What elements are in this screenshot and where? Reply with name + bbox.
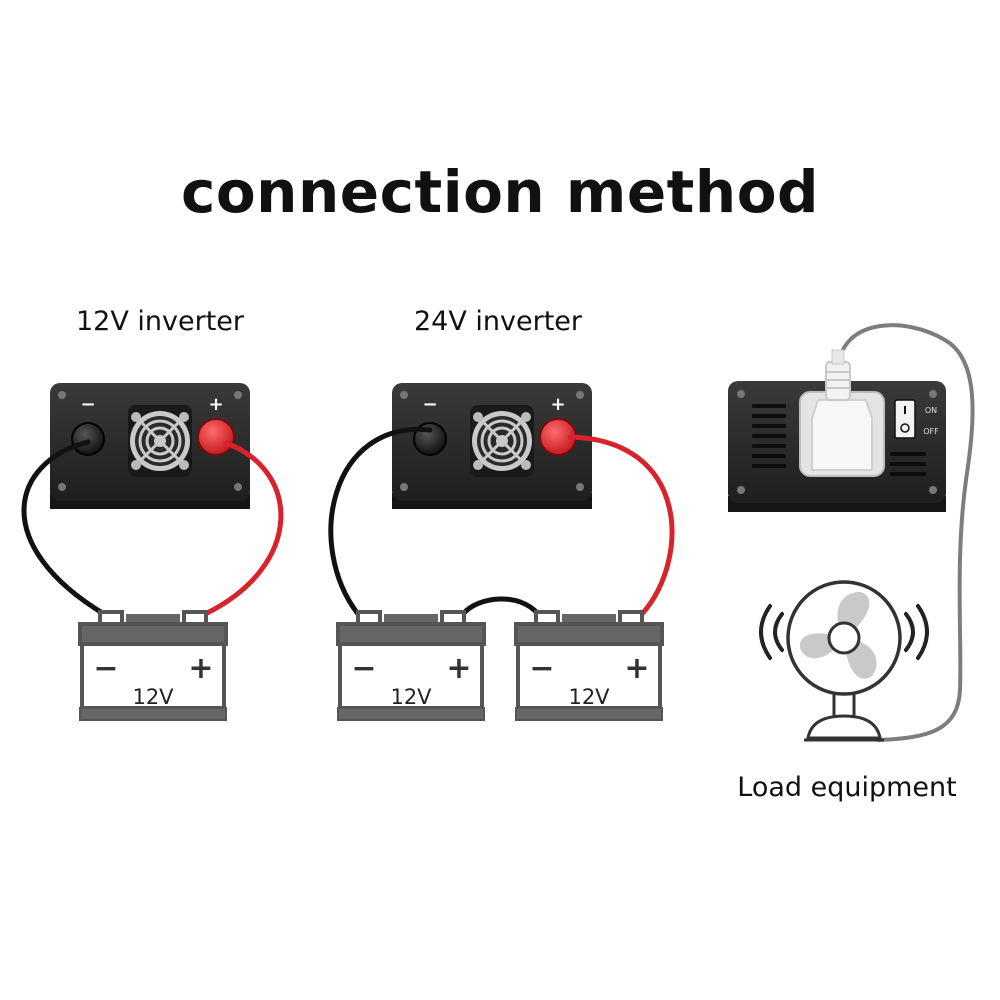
inverter-12v-negative-symbol: −	[80, 394, 95, 415]
switch-on-label: ON	[925, 406, 937, 415]
negative-cable-24v	[328, 427, 433, 617]
battery-24v-b: − + 12V	[514, 610, 664, 722]
vent-slots-left	[752, 404, 786, 468]
battery-12v-voltage: 12V	[132, 685, 174, 709]
ac-outlet-with-plug	[799, 349, 885, 477]
battery-b-negative: −	[529, 651, 554, 686]
battery-12v-negative: −	[93, 651, 118, 686]
power-cord	[836, 323, 975, 742]
inverter-24v: − +	[390, 381, 594, 511]
inverter-12v-label: 12V inverter	[75, 306, 244, 337]
battery-a-negative: −	[351, 651, 376, 686]
inverter-output-panel: ON OFF	[728, 349, 946, 512]
negative-cable-12v	[21, 439, 107, 617]
battery-b-positive: +	[624, 651, 649, 686]
positive-cable-12v	[202, 440, 284, 617]
switch-off-label: OFF	[923, 427, 939, 436]
inverter-12v-positive-symbol: +	[208, 394, 223, 415]
battery-24v-a: − + 12V	[336, 610, 486, 722]
inverter-24v-negative-symbol: −	[422, 394, 437, 415]
load-equipment-label: Load equipment	[737, 772, 957, 803]
vent-slots-right	[890, 452, 926, 476]
fan-icon	[759, 580, 929, 742]
inverter-24v-positive-symbol: +	[550, 394, 565, 415]
battery-12v: − + 12V	[78, 610, 228, 722]
power-switch: ON OFF	[894, 399, 939, 439]
page-title: connection method	[180, 158, 820, 226]
battery-a-positive: +	[446, 651, 471, 686]
inverter-24v-label: 24V inverter	[413, 306, 582, 337]
series-link-cable	[460, 596, 541, 617]
battery-b-voltage: 12V	[568, 685, 610, 709]
battery-12v-positive: +	[188, 651, 213, 686]
battery-a-voltage: 12V	[390, 685, 432, 709]
inverter-12v: − +	[48, 381, 252, 511]
positive-cable-24v	[567, 434, 675, 617]
